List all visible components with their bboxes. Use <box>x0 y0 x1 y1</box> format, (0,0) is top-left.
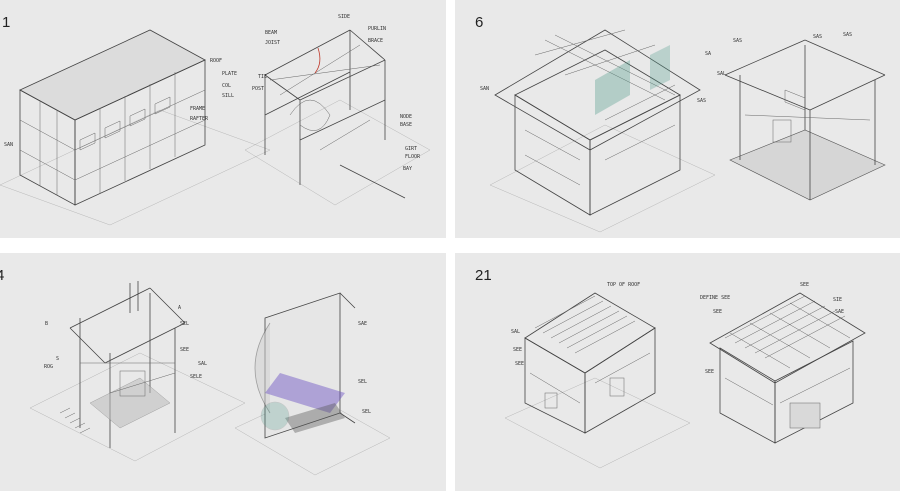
diagram-label: ROOF <box>210 58 222 64</box>
diagram-label: B <box>45 321 48 327</box>
diagram-panel-1: 1 <box>0 0 446 238</box>
diagram-label: SAN <box>480 86 489 92</box>
diagram-label: BASE <box>400 122 412 128</box>
diagram-label: SA <box>705 51 711 57</box>
diagram-label: DEFINE SEE <box>700 295 730 301</box>
diagram-label: SAS <box>697 98 706 104</box>
diagram-label: BRACE <box>368 38 383 44</box>
isometric-house-drawing: SAN SAS SAS SAS SAL SA SAS <box>480 29 886 233</box>
diagram-label: SAS <box>733 38 742 44</box>
diagram-labels: SAN ROOF PLATE COL SILL BEAM JOIST SIDE … <box>4 14 421 172</box>
diagram-panel-6: 6 SAN SAS SAS <box>455 0 900 238</box>
diagram-labels: B SEL ROG S A SELE SEE SAL SAE SEL SEL <box>44 305 371 415</box>
diagram-label: SEL <box>180 321 189 327</box>
diagram-label: SAL <box>511 329 520 335</box>
diagram-label: SAE <box>358 321 367 327</box>
diagram-label: FRAME <box>190 106 205 112</box>
diagram-label: PLATE <box>222 71 237 77</box>
diagram-label: FLOOR <box>405 154 421 160</box>
diagram-label: PURLIN <box>368 26 386 32</box>
diagram-label: S <box>56 356 59 362</box>
diagram-labels: SAN SAS SAS SAS SAL SA SAS <box>480 32 852 104</box>
diagram-label: ROG <box>44 364 53 370</box>
diagram-label: SAE <box>835 309 844 315</box>
panel-number: 21 <box>475 267 492 284</box>
diagram-panel-21: 21 TOP OF ROOF SAL SEE SEE DEFINE SEE SE… <box>455 253 900 491</box>
diagram-label: SELE <box>190 374 202 380</box>
diagram-label: GIRT <box>405 146 417 152</box>
diagram-label: SEL <box>358 379 367 385</box>
diagram-label: POST <box>252 86 264 92</box>
isometric-timber-frame-drawing: B SEL ROG S A SELE SEE SAL SAE SEL SEL <box>29 281 391 476</box>
diagram-label: SEL <box>362 409 371 415</box>
diagram-label: SAS <box>813 34 822 40</box>
diagram-label: SIDE <box>338 14 350 20</box>
isometric-building-drawing: SAN ROOF PLATE COL SILL BEAM JOIST SIDE … <box>0 14 431 226</box>
diagram-label: COL <box>222 83 231 89</box>
diagram-label: TOP OF ROOF <box>607 282 640 288</box>
diagram-label: BEAM <box>265 30 277 36</box>
diagram-label: SAN <box>4 142 13 148</box>
diagram-label: A <box>178 305 181 311</box>
diagram-label: JOIST <box>265 40 280 46</box>
diagram-label: SEE <box>515 361 524 367</box>
diagram-label: SEE <box>180 347 189 353</box>
diagram-label: SIE <box>833 297 842 303</box>
isometric-roofed-houses-drawing: TOP OF ROOF SAL SEE SEE DEFINE SEE SEE S… <box>504 282 866 469</box>
diagram-label: BAY <box>403 166 412 172</box>
panel-number: 6 <box>475 14 484 31</box>
diagram-label: SAS <box>843 32 852 38</box>
diagram-label: SAL <box>717 71 726 77</box>
diagram-label: SAL <box>198 361 207 367</box>
diagram-label: SEE <box>705 369 714 375</box>
diagram-label: RAFTER <box>190 116 209 122</box>
diagram-label: SEE <box>713 309 722 315</box>
diagram-panel-4: 4 B SEL ROG S A <box>0 253 446 491</box>
panel-number: 1 <box>2 14 11 31</box>
diagram-label: SEE <box>800 282 809 288</box>
diagram-label: NODE <box>400 114 412 120</box>
diagram-label: SEE <box>513 347 522 353</box>
diagram-label: TIE <box>258 74 267 80</box>
diagram-label: SILL <box>222 93 234 99</box>
panel-number: 4 <box>0 267 5 284</box>
diagram-labels: TOP OF ROOF SAL SEE SEE DEFINE SEE SEE S… <box>511 282 844 375</box>
